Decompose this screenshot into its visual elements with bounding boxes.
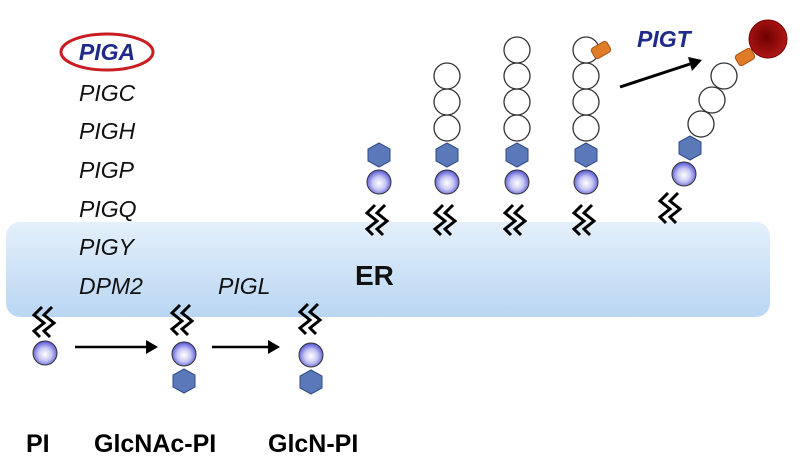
inositol-circle <box>573 169 599 195</box>
enzyme-list-item: PIGH <box>79 118 136 144</box>
lipid-tail-upper <box>571 203 597 237</box>
lipid-tail <box>657 191 673 225</box>
enzyme-list-item: PIGQ <box>79 196 137 222</box>
er-label: ER <box>355 260 394 291</box>
inositol-circle <box>32 340 58 366</box>
mannose-circle <box>687 110 715 138</box>
lipid-tail-glcn-pi <box>297 302 323 336</box>
glucosamine-hexagon <box>505 142 529 168</box>
mannose-circle <box>503 62 531 90</box>
lipid-tail <box>502 203 518 237</box>
lipid-tail-upper <box>432 203 458 237</box>
lipid-tail <box>364 203 380 237</box>
enzyme-pigl: PIGL <box>218 273 270 299</box>
enzyme-piga: PIGA <box>79 39 135 65</box>
enzyme-pigt: PIGT <box>637 26 693 52</box>
lipid-tail <box>31 305 47 339</box>
inositol-circle <box>366 169 392 195</box>
lipid-tail <box>307 302 323 336</box>
gpi-intermediates <box>31 19 788 395</box>
lipid-tail-gpi-protein <box>657 191 683 225</box>
lipid-tail <box>512 203 528 237</box>
piga-highlight-ring <box>59 32 155 72</box>
inositol-circle <box>171 341 197 367</box>
lipid-tail <box>432 203 448 237</box>
lipid-tail-pi <box>31 305 57 339</box>
mannose-circle <box>710 62 738 90</box>
enzyme-list-item: PIGP <box>79 157 135 183</box>
enzyme-list-item: DPM2 <box>79 273 143 299</box>
lipid-tail-upper <box>364 203 390 237</box>
mannose-circle <box>433 62 461 90</box>
ethanolamine-phosphate <box>734 47 756 67</box>
mannose-circle <box>503 88 531 116</box>
glucosamine-hexagon <box>367 142 391 168</box>
lipid-tail <box>41 305 57 339</box>
label-pi: PI <box>26 430 50 458</box>
lipid-tail <box>297 302 313 336</box>
protein-circle <box>748 19 788 59</box>
label-glcnac-pi: GlcNAc-PI <box>94 430 216 458</box>
glucosamine-hexagon <box>435 142 459 168</box>
lipid-tail-upper <box>502 203 528 237</box>
lipid-tail <box>374 203 390 237</box>
arrow-pi-to-glcnac <box>75 340 158 354</box>
mannose-circle <box>572 114 600 142</box>
inositol-circle <box>504 169 530 195</box>
mannose-circle <box>503 114 531 142</box>
label-glcn-pi: GlcN-PI <box>268 430 358 458</box>
mannose-circle <box>698 86 726 114</box>
inositol-circle <box>434 169 460 195</box>
lipid-tail <box>581 203 597 237</box>
inositol-circle <box>298 342 324 368</box>
mannose-circle <box>433 88 461 116</box>
arrow-glcnac-to-glcn <box>212 340 280 354</box>
inositol-circle <box>671 161 697 187</box>
mannose-circle <box>503 36 531 64</box>
lipid-tail <box>442 203 458 237</box>
enzyme-list-item: PIGC <box>79 80 136 106</box>
glucosamine-hexagon <box>678 135 702 161</box>
mannose-circle <box>572 62 600 90</box>
er-membrane <box>6 222 770 317</box>
lipid-tail <box>179 303 195 337</box>
glucosamine-hexagon <box>574 142 598 168</box>
glucosamine-hexagon <box>299 369 323 395</box>
lipid-tail-glcnac-pi <box>169 303 195 337</box>
glucosamine-hexagon <box>172 368 196 394</box>
mannose-circle <box>572 88 600 116</box>
lipid-tail <box>169 303 185 337</box>
arrow-pigt-transfer <box>619 57 702 89</box>
lipid-tail <box>571 203 587 237</box>
lipid-tail <box>667 191 683 225</box>
enzyme-list-item: PIGY <box>79 234 136 260</box>
ethanolamine-phosphate <box>590 40 612 60</box>
mannose-circle <box>433 114 461 142</box>
